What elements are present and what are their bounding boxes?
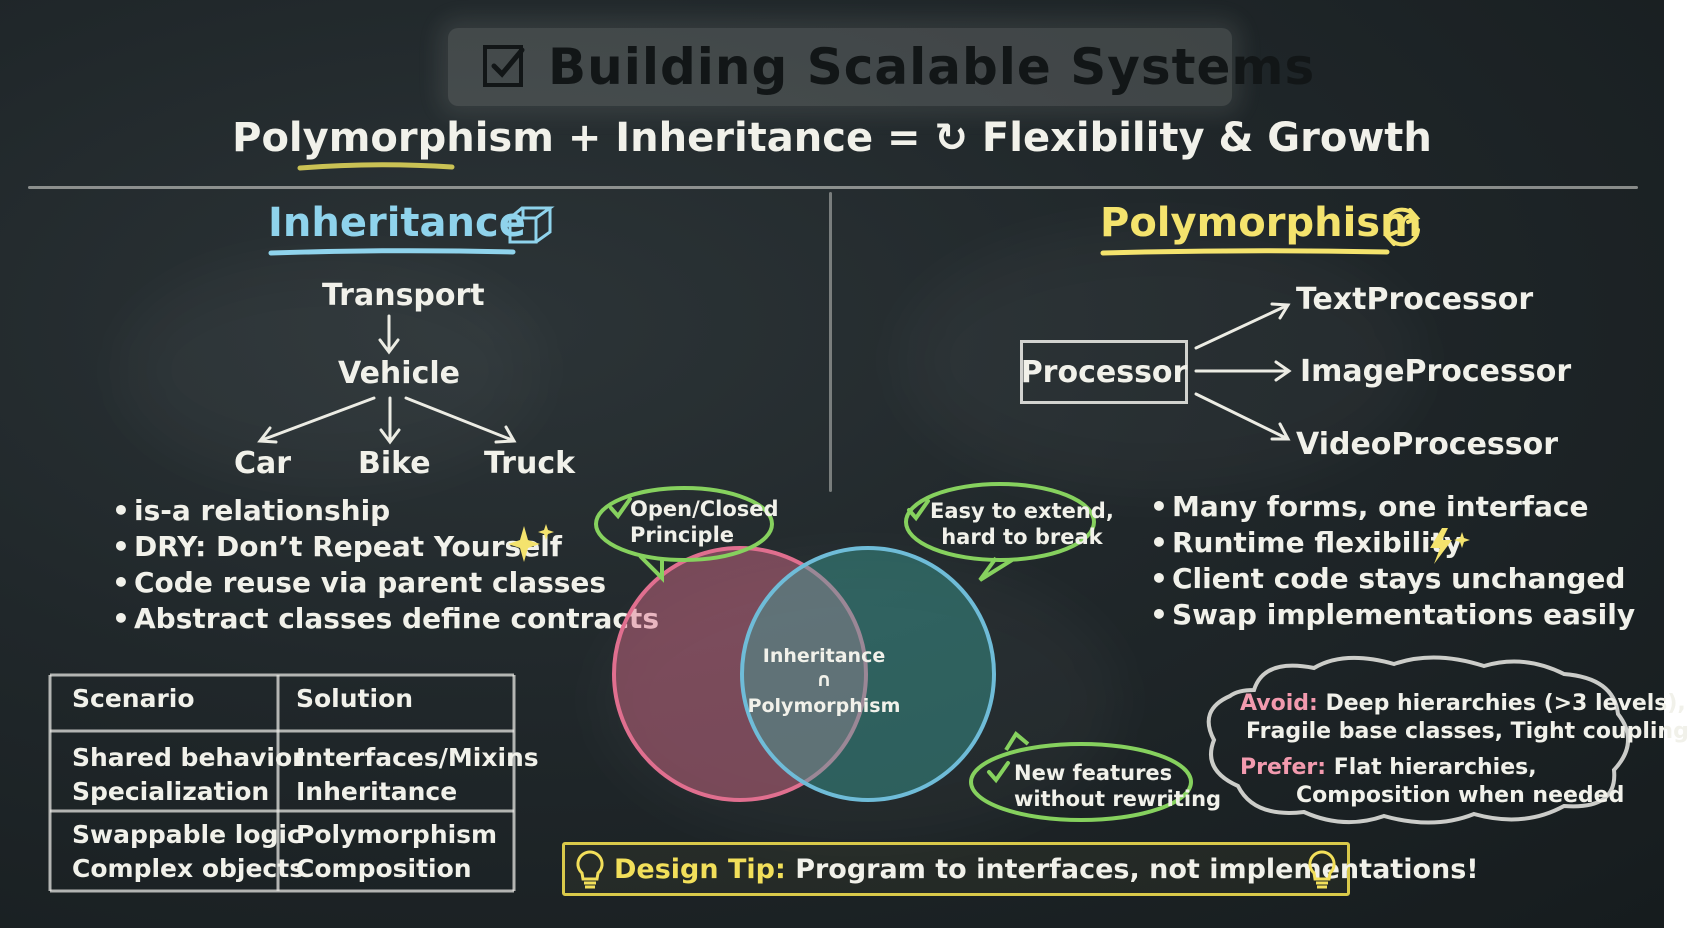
scenario-table-grid (48, 673, 516, 893)
list-item: Many forms, one interface (1150, 489, 1635, 525)
venn-right-label: Polymorphism (747, 695, 901, 717)
polymorphism-bullets: Many forms, one interface Runtime flexib… (1150, 489, 1635, 633)
bubble-text: New features without rewriting (1014, 761, 1222, 811)
tree-node-child: Truck (484, 446, 576, 481)
checkmark-icon (609, 497, 632, 520)
table-cell: Inheritance (296, 777, 458, 806)
tree-node-child: Car (234, 446, 292, 481)
list-item: Runtime flexibility (1150, 525, 1635, 561)
list-item: Abstract classes define contracts (112, 601, 659, 637)
prefer-label: Prefer: (1240, 755, 1327, 780)
venn-operator: ∩ (816, 669, 832, 691)
inheritance-bullets: is-a relationship DRY: Don’t Repeat Your… (112, 493, 659, 637)
cube-icon (508, 206, 555, 244)
bubble-text: Easy to extend, hard to break (930, 499, 1114, 549)
lightning-icon (1430, 528, 1470, 564)
inheritance-heading: Inheritance (268, 200, 526, 246)
polymorphism-underline (1100, 248, 1390, 256)
checkmark-icon (907, 499, 930, 522)
cycle-icon (1383, 207, 1421, 247)
bubble-open-closed (594, 486, 774, 583)
processor-box: Processor (1020, 340, 1188, 404)
venn-diagram (612, 546, 996, 802)
table-cell: Polymorphism (296, 820, 498, 849)
section-divider-horizontal (28, 186, 1638, 189)
inheritance-tree-arrows (257, 314, 517, 445)
implementation-node: TextProcessor (1296, 282, 1534, 317)
venn-left-label: Inheritance (762, 645, 886, 667)
subtitle-underline (297, 162, 455, 171)
avoid-label: Avoid: (1240, 691, 1318, 716)
inheritance-underline (268, 248, 516, 256)
design-tip-label: Design Tip: (614, 854, 786, 885)
polymorphism-heading: Polymorphism (1100, 200, 1422, 246)
prefer-line-2: Composition when needed (1296, 783, 1625, 808)
section-divider-vertical (829, 192, 832, 492)
bubble-text: Open/Closed Principle (630, 497, 779, 547)
list-item: Swap implementations easily (1150, 597, 1635, 633)
page-title: Building Scalable Systems (548, 38, 1316, 96)
table-header: Solution (296, 684, 414, 713)
checkmark-icon (987, 761, 1010, 784)
table-header: Scenario (72, 684, 195, 713)
polymorphism-arrows (1194, 302, 1292, 441)
list-item: DRY: Don’t Repeat Yourself (112, 529, 659, 565)
avoid-line-2: Fragile base classes, Tight coupling (1246, 719, 1689, 744)
bubble-extend (904, 482, 1096, 582)
list-item: is-a relationship (112, 493, 659, 529)
title-banner (448, 28, 1232, 106)
list-item: Client code stays unchanged (1150, 561, 1635, 597)
tree-node-child: Bike (358, 446, 431, 481)
table-cell: Interfaces/Mixins (296, 743, 539, 772)
implementation-node: ImageProcessor (1300, 354, 1572, 389)
tree-node-root: Transport (322, 278, 485, 313)
tree-node-parent: Vehicle (338, 356, 460, 391)
table-cell: Complex objects (72, 854, 305, 883)
page-subtitle: Polymorphism + Inheritance = ↻ Flexibili… (232, 115, 1432, 161)
advice-cloud (1206, 655, 1631, 825)
table-cell: Specialization (72, 777, 270, 806)
table-cell: Swappable logic (72, 820, 302, 849)
table-cell: Shared behavior (72, 743, 305, 772)
design-tip-box (562, 842, 1350, 896)
prefer-line-1: Prefer: Flat hierarchies, (1240, 755, 1537, 780)
design-tip-text: Design Tip: Program to interfaces, not i… (614, 854, 1479, 885)
checklist-icon (483, 45, 525, 87)
processor-label: Processor (1020, 354, 1188, 390)
implementation-node: VideoProcessor (1296, 427, 1559, 462)
list-item: Code reuse via parent classes (112, 565, 659, 601)
lightbulb-icon (576, 850, 604, 889)
bubble-features (969, 730, 1193, 822)
lightbulb-icon (1308, 850, 1336, 889)
sparkle-icon (508, 524, 554, 562)
table-cell: Composition (296, 854, 472, 883)
avoid-line-1: Avoid: Deep hierarchies (>3 levels), (1240, 691, 1686, 716)
